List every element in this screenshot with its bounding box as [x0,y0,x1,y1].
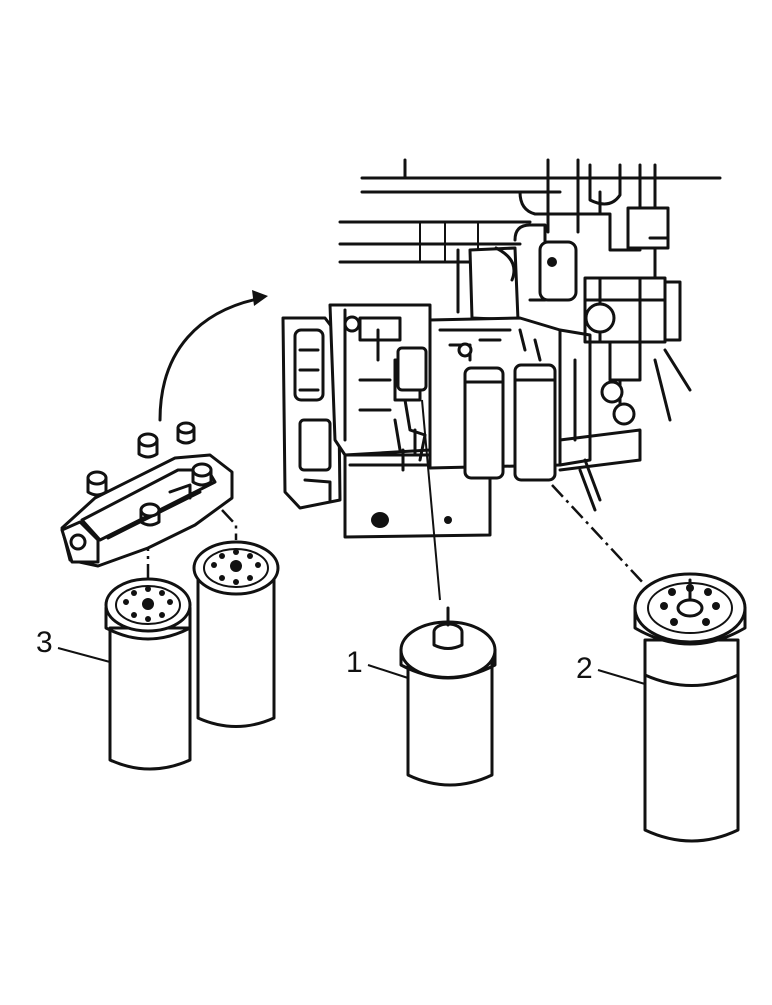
callout-label-1: 1 [346,646,363,679]
leader-filter-2 [551,484,646,586]
callout-1-leader [367,664,409,679]
filter-head-assembly [60,421,234,568]
leader-head-right [221,509,238,540]
engine-assembly [281,158,722,539]
callout-label-3: 3 [36,626,53,659]
arrow-curve [158,296,264,422]
callout-label-2: 2 [576,652,593,685]
filter-3-left [104,577,192,771]
callout-2-leader [597,669,646,685]
arrow-head [252,290,268,306]
filter-2 [633,572,747,843]
filter-1 [399,606,497,787]
leader-filter-1 [421,399,441,601]
callout-3-leader [57,647,111,663]
filter-3-right [192,540,280,728]
